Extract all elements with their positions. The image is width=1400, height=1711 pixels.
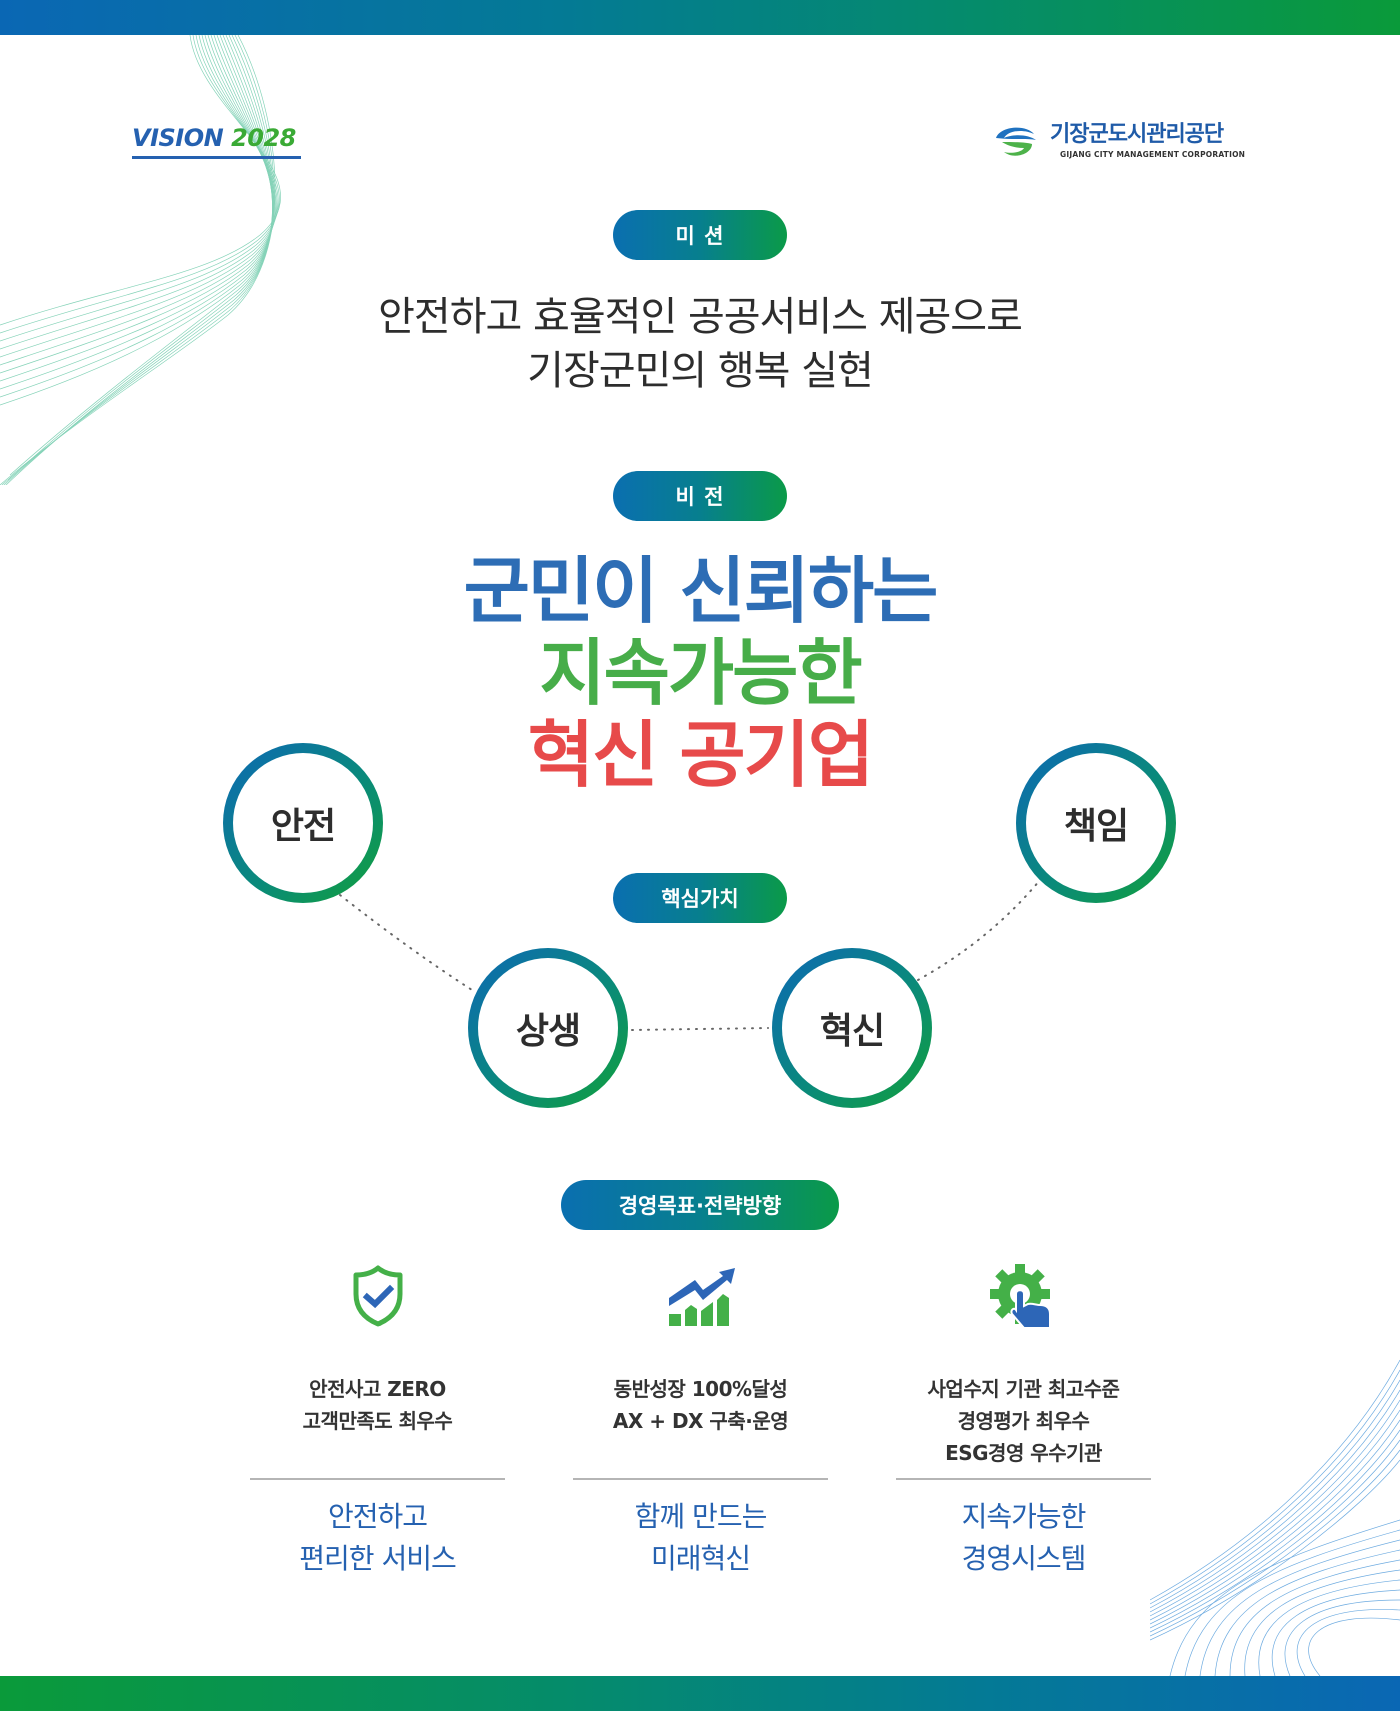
vision-label-pill: 비 전 [613, 471, 787, 521]
strategy-line: 안전하고 [327, 1500, 428, 1533]
mission-line-2: 기장군민의 행복 실현 [527, 348, 874, 394]
goal-target: 고객만족도 최우수 [302, 1409, 453, 1433]
divider [250, 1478, 505, 1480]
core-value-label: 책임 [1026, 753, 1166, 893]
mission-label-pill: 미 션 [613, 210, 787, 260]
goal-target: ESG경영 우수기관 [945, 1441, 1102, 1465]
goal-target: 사업수지 기관 최고수준 [927, 1377, 1120, 1401]
organization-logo: 기장군도시관리공단 GIJANG CITY MANAGEMENT CORPORA… [990, 122, 1245, 160]
vision-2028-mark: VISION 2028 [132, 124, 302, 159]
gear-touch-icon [989, 1263, 1051, 1329]
vision-line-2: 지속가능한 [539, 631, 862, 715]
core-value-circle-responsibility: 책임 [1016, 743, 1176, 903]
core-value-circle-innovation: 혁신 [772, 948, 932, 1108]
core-value-circle-safety: 안전 [223, 743, 383, 903]
core-values-label-pill: 핵심가치 [613, 873, 787, 923]
vision-year: 2028 [231, 124, 296, 152]
core-value-label: 혁신 [782, 958, 922, 1098]
strategy-line: 편리한 서비스 [299, 1542, 456, 1575]
top-gradient-bar [0, 0, 1400, 35]
core-value-label: 상생 [478, 958, 618, 1098]
goal-target: AX + DX 구축·운영 [612, 1409, 789, 1433]
divider [896, 1478, 1151, 1480]
core-value-circle-coexistence: 상생 [468, 948, 628, 1108]
bottom-gradient-bar [0, 1676, 1400, 1711]
goal-target: 동반성장 100%달성 [613, 1377, 788, 1401]
goal-column-2: 동반성장 100%달성 AX + DX 구축·운영 함께 만드는 미래혁신 [573, 1258, 828, 1580]
divider [573, 1478, 828, 1480]
logo-name-ko: 기장군도시관리공단 [1050, 122, 1224, 147]
vision-underline [132, 156, 301, 159]
strategy-line: 지속가능한 [961, 1500, 1087, 1533]
strategy-line: 경영시스템 [961, 1542, 1087, 1575]
wave-lines-top-left-decoration [0, 35, 281, 485]
strategy-line: 함께 만드는 [634, 1500, 768, 1533]
goal-target: 경영평가 최우수 [957, 1409, 1090, 1433]
core-value-label: 안전 [233, 753, 373, 893]
goal-column-1: 안전사고 ZERO 고객만족도 최우수 안전하고 편리한 서비스 [250, 1258, 505, 1580]
vision-statement: 군민이 신뢰하는 지속가능한 혁신 공기업 [0, 550, 1400, 796]
strategy-line: 미래혁신 [650, 1542, 751, 1575]
wave-lines-bottom-right-decoration [1150, 1359, 1400, 1676]
goal-column-3: 사업수지 기관 최고수준 경영평가 최우수 ESG경영 우수기관 지속가능한 경… [896, 1258, 1151, 1580]
logo-g-swoosh-icon [996, 127, 1036, 156]
vision-line-3: 혁신 공기업 [527, 713, 874, 797]
goals-label-pill: 경영목표·전략방향 [561, 1180, 839, 1230]
mission-statement: 안전하고 효율적인 공공서비스 제공으로 기장군민의 행복 실현 [0, 290, 1400, 398]
vision-word: VISION [132, 124, 224, 152]
logo-name-en: GIJANG CITY MANAGEMENT CORPORATION [1060, 150, 1246, 159]
shield-check-icon [353, 1265, 402, 1326]
growth-chart-icon [668, 1267, 735, 1326]
vision-line-1: 군민이 신뢰하는 [463, 549, 939, 633]
mission-line-1: 안전하고 효율적인 공공서비스 제공으로 [378, 294, 1023, 340]
goal-target: 안전사고 ZERO [309, 1377, 446, 1401]
